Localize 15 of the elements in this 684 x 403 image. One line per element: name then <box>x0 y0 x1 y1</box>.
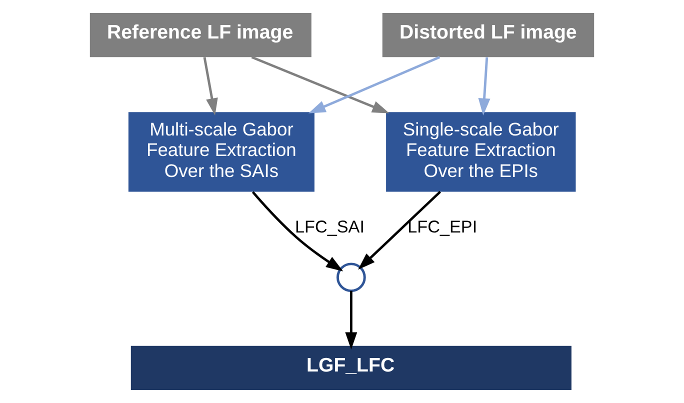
node-box: Single-scale Gabor Feature Extraction Over the EPIs <box>386 112 576 192</box>
arrow <box>345 290 358 350</box>
node-box: Distorted LF image <box>382 13 594 58</box>
edge-label: LFC_SAI <box>295 216 365 236</box>
node-box: LGF_LFC <box>130 346 572 390</box>
node-box: Multi-scale Gabor Feature Extraction Over the SAIs <box>128 112 314 192</box>
arrow <box>251 56 390 114</box>
arrow <box>478 57 490 116</box>
arrow <box>358 190 442 270</box>
arrow <box>203 57 218 116</box>
edge-label: LFC_EPI <box>408 216 478 236</box>
node-circle <box>336 262 366 292</box>
arrow <box>252 191 344 272</box>
arrow <box>308 56 440 114</box>
node-box: Reference LF image <box>90 13 312 58</box>
